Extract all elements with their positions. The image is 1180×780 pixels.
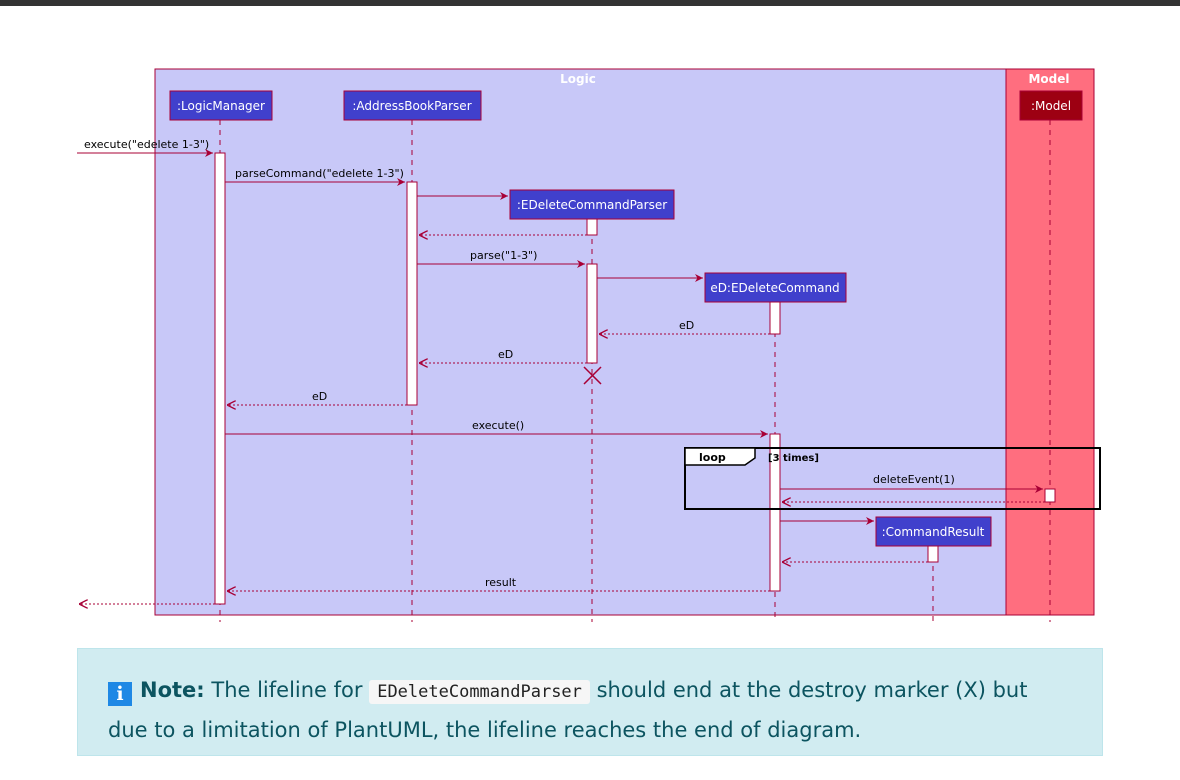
activation-command-result	[927, 545, 939, 563]
logic-frame	[154, 68, 1007, 616]
activation-edelete-command-create	[769, 301, 781, 335]
msg-result: result	[485, 576, 517, 589]
activation-edelete-command-parser-parse	[586, 263, 598, 364]
activation-address-book-parser	[406, 181, 418, 406]
note-text-after: should end at the destroy marker (X) but…	[108, 678, 1028, 742]
msg-execute-call: execute("edelete 1-3")	[84, 138, 209, 151]
msg-return-ed-1: eD	[679, 319, 694, 332]
msg-return-ed-2: eD	[498, 348, 513, 361]
note-text-before: The lifeline for	[204, 678, 370, 702]
activation-edelete-command-execute	[769, 433, 781, 592]
activation-edelete-command-parser-create	[586, 218, 598, 236]
msg-execute: execute()	[472, 419, 524, 432]
participant-edelete-command-parser-label: :EDeleteCommandParser	[517, 198, 667, 212]
loop-guard: [3 times]	[768, 453, 819, 464]
activation-logic-manager	[214, 152, 226, 605]
sequence-diagram: Logic Model :LogicManager :AddressBookPa…	[77, 68, 1101, 622]
participant-model	[1019, 90, 1083, 121]
note-callout: i Note: The lifeline for EDeleteCommandPa…	[77, 648, 1103, 756]
participant-logic-manager	[169, 90, 273, 121]
participant-address-book-parser-label: :AddressBookParser	[352, 99, 471, 113]
participant-edelete-command-parser	[509, 189, 675, 220]
msg-return-ed-3: eD	[312, 390, 327, 403]
participant-command-result-label: :CommandResult	[882, 525, 985, 539]
activation-model	[1044, 488, 1056, 503]
participant-command-result	[875, 516, 992, 547]
participant-model-label: :Model	[1031, 99, 1071, 113]
participant-logic-manager-label: :LogicManager	[177, 99, 265, 113]
msg-parse-command: parseCommand("edelete 1-3")	[235, 167, 404, 180]
loop-label: loop	[699, 451, 726, 464]
note-code: EDeleteCommandParser	[369, 680, 590, 704]
msg-delete-event: deleteEvent(1)	[873, 473, 955, 486]
participant-address-book-parser	[343, 90, 482, 121]
info-icon: i	[108, 682, 132, 706]
note-label: Note:	[140, 678, 205, 702]
loop-fragment: loop [3 times]	[684, 447, 1101, 510]
destroy-marker	[583, 366, 602, 385]
top-bar	[0, 0, 1180, 6]
msg-parse: parse("1-3")	[470, 249, 537, 262]
participant-edelete-command	[704, 272, 847, 303]
participant-edelete-command-label: eD:EDeleteCommand	[710, 281, 839, 295]
logic-frame-title: Logic	[560, 72, 596, 86]
model-frame-title: Model	[1028, 72, 1069, 86]
